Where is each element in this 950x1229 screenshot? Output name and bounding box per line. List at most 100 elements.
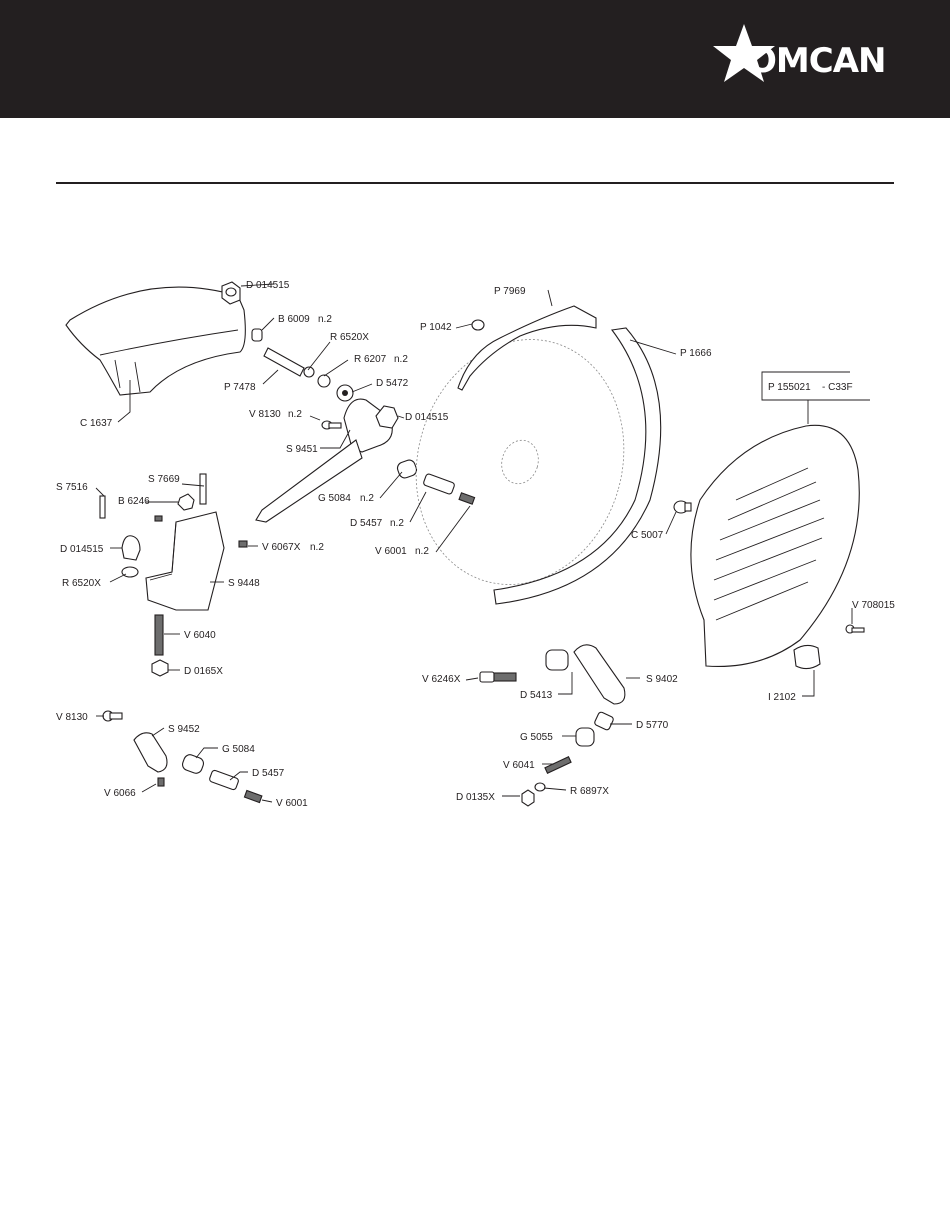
label-p1666: P 1666 — [680, 348, 712, 359]
page-header — [0, 0, 950, 118]
label-d5457-top-qty: n.2 — [390, 518, 404, 529]
label-v6246x: V 6246X — [422, 674, 461, 685]
part-r6520x-washer-left — [121, 566, 139, 578]
part-p7478-pin — [263, 347, 305, 377]
part-c5007-knob — [673, 500, 692, 514]
label-p7969: P 7969 — [494, 286, 526, 297]
label-d014515-top: D 014515 — [246, 280, 290, 291]
part-p1042-knob — [471, 319, 485, 331]
part-v6067x-grub — [238, 540, 248, 548]
label-box-p155021 — [761, 371, 870, 401]
label-v6001-bottom: V 6001 — [276, 798, 308, 809]
part-d014515-nut-top — [221, 281, 241, 305]
label-d5472: D 5472 — [376, 378, 409, 389]
part-v8130-screw-top — [321, 420, 342, 430]
label-r6520x-top: R 6520X — [330, 332, 369, 343]
label-s9452: S 9452 — [168, 724, 200, 735]
part-b6246-nut — [177, 493, 195, 511]
label-b6009: B 6009 — [278, 314, 310, 325]
label-c5007: C 5007 — [631, 530, 664, 541]
label-v6067x-qty: n.2 — [310, 542, 324, 553]
label-d014515-mid: D 014515 — [405, 412, 449, 423]
label-v708015: V 708015 — [852, 600, 895, 611]
label-b6009-qty: n.2 — [318, 314, 332, 325]
part-s9448-bracket — [145, 511, 225, 611]
part-v8130-screw-bottom — [102, 710, 123, 722]
part-v6040-stud — [154, 614, 164, 656]
label-r6207: R 6207 — [354, 354, 387, 365]
label-b6246: B 6246 — [118, 496, 150, 507]
label-v6001-top-qty: n.2 — [415, 546, 429, 557]
part-s7669-pin — [199, 473, 207, 505]
label-g5055: G 5055 — [520, 732, 553, 743]
leader-lines — [95, 283, 853, 803]
part-p7969-blade-guard — [457, 305, 597, 391]
label-r6897x: R 6897X — [570, 786, 609, 797]
label-g5084-bottom: G 5084 — [222, 744, 255, 755]
part-p155021-grille-cover — [690, 424, 860, 667]
omcan-star-logo-icon — [713, 24, 775, 82]
label-p155021: P 155021 — [768, 382, 811, 393]
label-s9402: S 9402 — [646, 674, 678, 685]
label-r6207-qty: n.2 — [394, 354, 408, 365]
part-v708015-screw — [845, 624, 865, 634]
part-d5457-sleeve-bottom — [209, 769, 239, 791]
part-d5770-nut — [594, 711, 614, 731]
part-g5055-spacer — [575, 727, 595, 747]
part-v6001-screw-top — [458, 492, 476, 505]
label-s7516: S 7516 — [56, 482, 88, 493]
label-s9451: S 9451 — [286, 444, 318, 455]
label-d0165x: D 0165X — [184, 666, 223, 677]
part-v6067x-grub-small — [154, 515, 163, 522]
label-r6520x-left: R 6520X — [62, 578, 101, 589]
label-d5457-top: D 5457 — [350, 518, 383, 529]
part-s9452-lever — [133, 732, 168, 773]
label-v8130-top: V 8130 — [249, 409, 281, 420]
part-v6041-stud — [544, 756, 572, 774]
label-d014515-left: D 014515 — [60, 544, 104, 555]
part-r6897x-washer — [534, 782, 546, 792]
label-v6066: V 6066 — [104, 788, 136, 799]
label-d0135x: D 0135X — [456, 792, 495, 803]
part-d0135x-nut — [521, 789, 535, 807]
part-blade-disc — [415, 339, 625, 585]
part-d014515-capnut-mid — [375, 405, 399, 429]
label-s7669: S 7669 — [148, 474, 180, 485]
header-divider — [56, 182, 894, 184]
part-p1666-blade-ring — [493, 327, 662, 605]
label-c1637: C 1637 — [80, 418, 113, 429]
part-b6009-bushing — [251, 328, 263, 342]
label-v6041: V 6041 — [503, 760, 535, 771]
label-v6001-top: V 6001 — [375, 546, 407, 557]
part-r6520x-washer-top — [303, 366, 315, 378]
brand-logo-text: OMCAN — [748, 41, 886, 81]
part-d014515-capnut-left — [121, 535, 141, 561]
part-s9402-handle — [573, 644, 626, 705]
part-g5084-spacer-bottom — [182, 754, 204, 774]
part-v6246x-screw — [479, 671, 517, 683]
part-g5084-spacer-top — [396, 459, 418, 479]
label-d5413: D 5413 — [520, 690, 553, 701]
label-v8130-top-qty: n.2 — [288, 409, 302, 420]
part-r6207-washer — [317, 374, 331, 388]
part-d5457-sleeve-top — [423, 473, 455, 495]
label-d5770: D 5770 — [636, 720, 669, 731]
part-d0165x-nut — [151, 659, 169, 677]
label-p1042: P 1042 — [420, 322, 452, 333]
part-v6066-screw — [157, 777, 165, 787]
label-v8130-bottom: V 8130 — [56, 712, 88, 723]
part-s7516-pin — [99, 495, 106, 519]
label-g5084-top: G 5084 — [318, 493, 351, 504]
label-p7478: P 7478 — [224, 382, 256, 393]
part-c1637-tray — [65, 286, 246, 396]
label-p155021-suffix: - C33F — [822, 382, 853, 393]
label-v6040: V 6040 — [184, 630, 216, 641]
label-d5457-bottom: D 5457 — [252, 768, 285, 779]
label-s9448: S 9448 — [228, 578, 260, 589]
part-v6001-screw-bottom — [243, 789, 263, 804]
label-i2102: I 2102 — [768, 692, 796, 703]
label-v6067x: V 6067X — [262, 542, 301, 553]
part-i2102-cap — [793, 644, 821, 670]
label-g5084-top-qty: n.2 — [360, 493, 374, 504]
